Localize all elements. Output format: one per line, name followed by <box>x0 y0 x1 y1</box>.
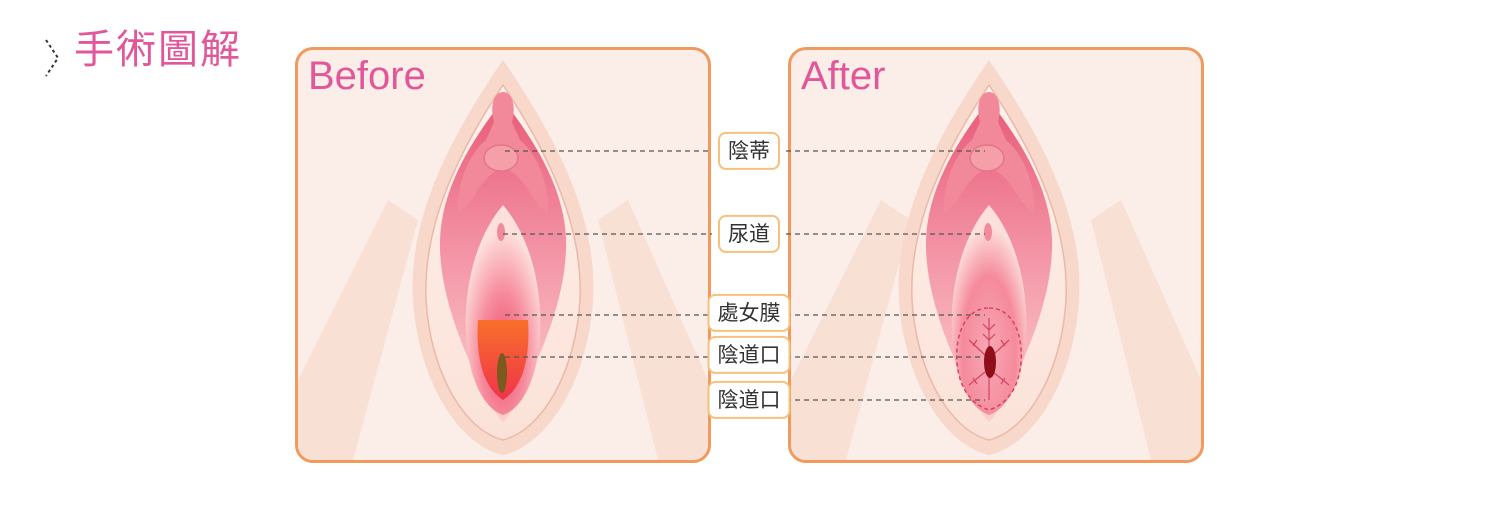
vestibule <box>951 205 1027 415</box>
chevron-right-icon <box>45 39 60 77</box>
label-hymen: 處女膜 <box>707 293 791 333</box>
label-vaginal-opening: 陰道口 <box>707 335 791 375</box>
thigh-left <box>298 200 418 460</box>
urethra <box>984 223 992 241</box>
thigh-right <box>598 200 708 460</box>
label-urethra: 尿道 <box>718 214 780 254</box>
vaginal-opening <box>984 346 996 378</box>
label-vaginal-opening-2: 陰道口 <box>707 380 791 420</box>
after-anatomy-illustration <box>791 60 1201 460</box>
before-label: Before <box>308 54 426 98</box>
vaginal-opening <box>497 353 507 393</box>
urethra <box>497 223 505 241</box>
thigh-left <box>791 200 911 460</box>
thigh-right <box>1091 200 1201 460</box>
label-clitoris: 陰蒂 <box>718 131 780 171</box>
clitoris <box>483 144 519 172</box>
before-panel: Before <box>295 47 711 463</box>
after-label: After <box>801 54 886 98</box>
page-title: 手術圖解 <box>74 27 242 73</box>
after-panel: After <box>788 47 1204 463</box>
suture-lines <box>968 318 1010 400</box>
clitoris <box>969 144 1005 172</box>
before-anatomy-illustration <box>298 60 708 460</box>
